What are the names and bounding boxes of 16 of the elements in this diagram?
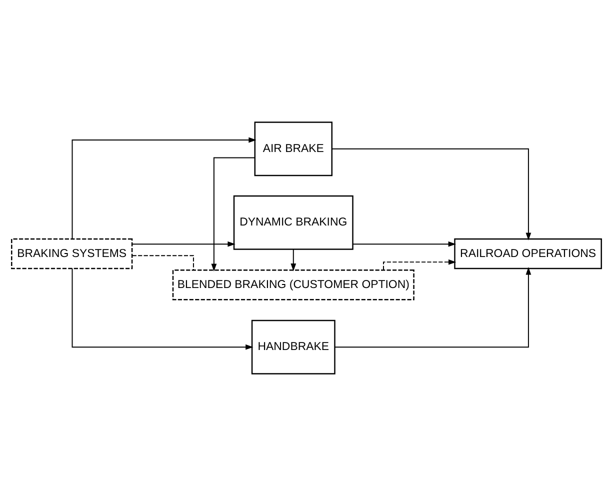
arrow (334, 267, 532, 348)
node-box: HANDBRAKE (251, 320, 336, 374)
node-box: BRAKING SYSTEMS (11, 238, 133, 270)
node-box: AIR BRAKE (254, 122, 332, 176)
connector (132, 255, 194, 270)
node-box: BLENDED BRAKING (CUSTOMER OPTION) (172, 270, 414, 300)
node-box: DYNAMIC BRAKING (233, 195, 354, 250)
arrow (72, 137, 256, 240)
arrow (290, 248, 296, 272)
node-box: RAILROAD OPERATIONS (454, 238, 602, 270)
arrow (383, 259, 456, 271)
arrow (331, 148, 532, 240)
arrow (211, 157, 256, 272)
arrow (352, 241, 456, 247)
arrow (132, 241, 236, 247)
arrow (72, 268, 254, 350)
